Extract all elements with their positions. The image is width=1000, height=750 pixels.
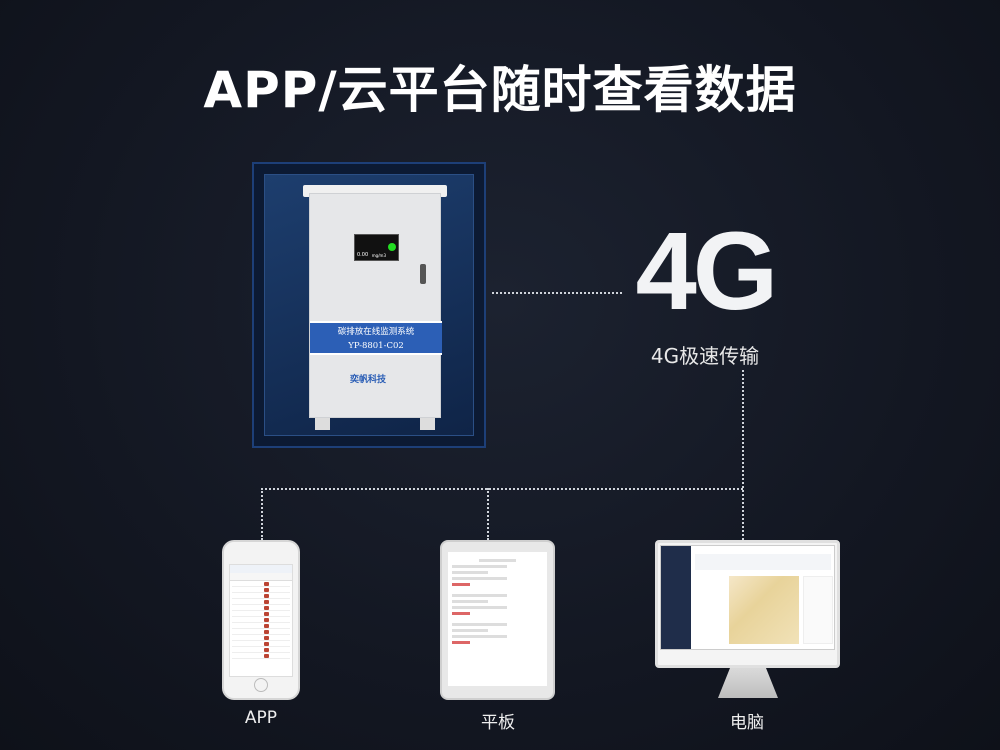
device-label-tablet: 平板 (481, 713, 515, 733)
map-panel (729, 576, 799, 644)
app-screen (229, 564, 293, 677)
page-title: APP/云平台随时查看数据 (203, 61, 797, 119)
4g-caption: 4G极速传输 (650, 344, 760, 368)
tablet-screen (448, 552, 547, 686)
phone-device (222, 540, 300, 700)
monitoring-cabinet: 0.00 mg/m3 碳排放在线监测系统 YP-8801-C02 奕帆科技 (309, 193, 442, 418)
connector-line (261, 488, 743, 490)
cabinet-model: YP-8801-C02 (348, 341, 404, 351)
connector-line (487, 488, 489, 540)
connector-line (742, 370, 744, 540)
cabinet-display: 0.00 mg/m3 (354, 234, 399, 261)
status-indicator-icon (388, 243, 396, 251)
4g-heading: 4G (635, 210, 779, 333)
connector-line (261, 488, 263, 540)
device-label-app: APP (244, 708, 278, 728)
brand-logo: 奕帆科技 (350, 375, 387, 385)
cabinet-label-band: 碳排放在线监测系统 YP-8801-C02 (310, 321, 442, 355)
connector-line (492, 292, 622, 294)
cabinet-name: 碳排放在线监测系统 (337, 327, 415, 337)
display-unit: mg/m3 (371, 253, 386, 258)
door-handle-icon (420, 264, 426, 284)
cabinet-image-frame: 0.00 mg/m3 碳排放在线监测系统 YP-8801-C02 奕帆科技 (252, 162, 486, 448)
tablet-device (440, 540, 555, 700)
cabinet-leg (420, 418, 435, 430)
home-button-icon (254, 678, 268, 692)
monitor-stand (718, 668, 778, 698)
monitor-device (655, 540, 840, 668)
device-label-computer: 电脑 (730, 713, 764, 733)
monitor-screen (660, 545, 835, 650)
cabinet-leg (315, 418, 330, 430)
display-value: 0.00 (357, 252, 369, 258)
